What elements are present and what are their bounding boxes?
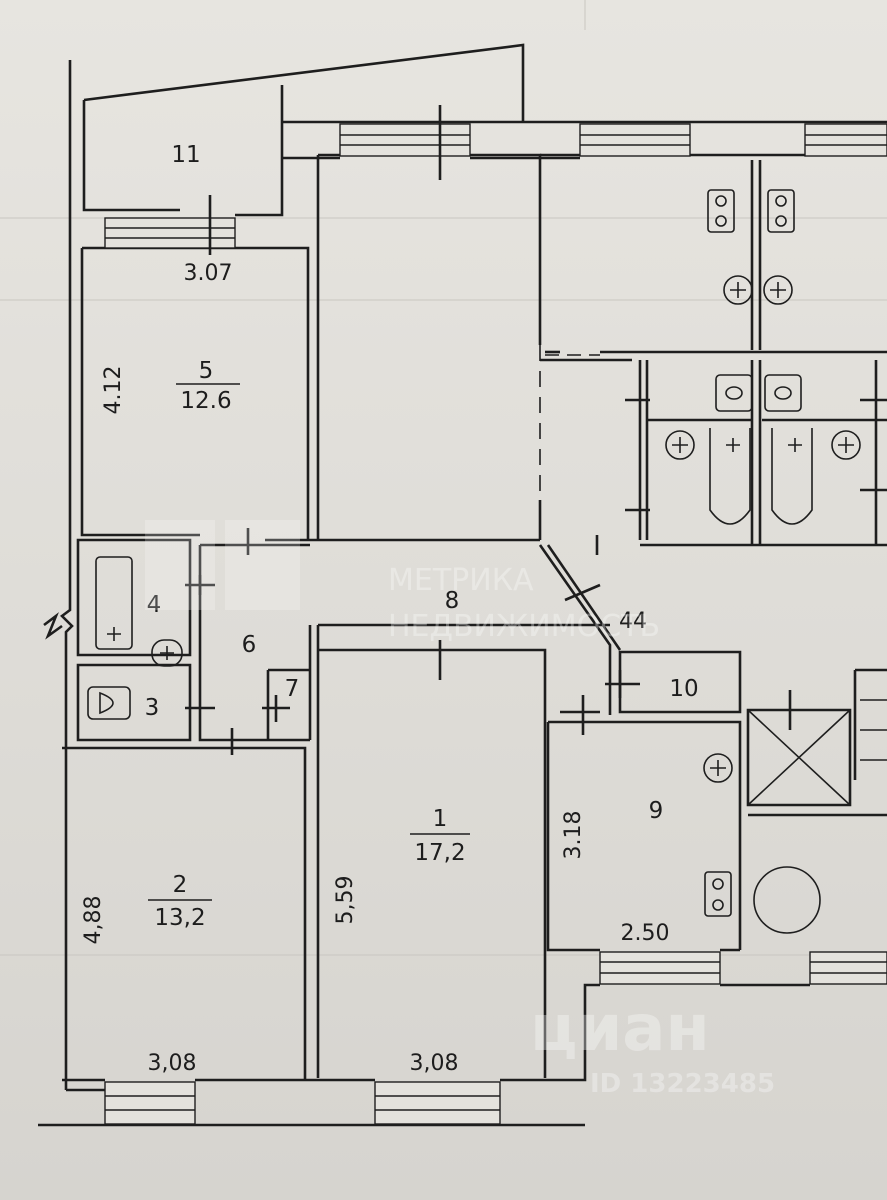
dim-r9-length: 3.18: [561, 811, 586, 860]
room-2-number: 2: [173, 872, 188, 898]
bathtub-icon-2: [709, 428, 751, 525]
dim-r1-length: 5,59: [333, 876, 358, 925]
window-r5: [104, 217, 236, 249]
room-3-number: 3: [145, 695, 160, 721]
dim-corridor-fragment: 44: [619, 609, 647, 634]
dim-r1-width: 3,08: [410, 1051, 459, 1076]
room-9-number: 9: [649, 798, 664, 824]
sink-icon-4: [831, 430, 861, 460]
dim-r2-length: 4,88: [81, 896, 106, 945]
toilet-icon-3: [764, 374, 802, 412]
dim-r5-length: 4.12: [101, 366, 126, 415]
room-7-number: 7: [285, 676, 300, 702]
bathtub-icon: [95, 556, 133, 650]
sink-icon-r9: [703, 753, 733, 783]
window-r2: [104, 1081, 196, 1125]
agency-logo-mark: [145, 520, 215, 610]
window-r1: [374, 1081, 501, 1125]
watermark-agency-line1: МЕТРИКА: [388, 563, 534, 598]
window-top-3: [804, 123, 887, 157]
watermark-agency-line2: НЕДВИЖИМОСТЬ: [388, 609, 660, 644]
stove-icon-r9: [704, 871, 732, 917]
window-top-2: [579, 123, 691, 157]
stove-icon-1: [707, 189, 735, 233]
watermarks: МЕТРИКА НЕДВИЖИМОСТЬ циан ID 13223485: [145, 520, 775, 1099]
room-5-number: 5: [199, 358, 214, 384]
sink-icon-2: [763, 275, 793, 305]
window-top-1: [339, 123, 471, 157]
washbasin-icon: [151, 639, 183, 667]
door-ticks: [185, 105, 887, 755]
fixtures: [87, 189, 861, 934]
window-right: [809, 951, 887, 985]
outer-walls: [38, 43, 887, 1127]
window-r9: [599, 951, 721, 985]
room-4-number: 4: [147, 592, 162, 618]
room-1-area: 17,2: [414, 840, 465, 866]
room-8-number: 8: [445, 588, 460, 614]
windows: [104, 123, 887, 1125]
room-labels: 11 5 12.6 4 6 7 3 8 10 9 1 17,2 2 13,2: [145, 142, 699, 931]
bathtub-icon-3: [771, 428, 813, 525]
toilet-icon-2: [715, 374, 753, 412]
dim-r9-width: 2.50: [621, 921, 670, 946]
stove-icon-2: [767, 189, 795, 233]
sink-icon-3: [665, 430, 695, 460]
room-11-number: 11: [171, 142, 200, 168]
sink-icon-1: [723, 275, 753, 305]
room-5-area: 12.6: [180, 388, 231, 414]
toilet-icon: [87, 686, 131, 720]
interior-walls: [62, 153, 887, 1082]
room-1-number: 1: [433, 806, 448, 832]
dim-r2-width: 3,08: [148, 1051, 197, 1076]
room-2-area: 13,2: [154, 905, 205, 931]
dim-r5-width: 3.07: [184, 261, 233, 286]
watermark-listing-id: ID 13223485: [590, 1069, 775, 1099]
room-10-number: 10: [669, 676, 698, 702]
dimension-labels: 3.07 4.12 44 3.18 4,88 5,59 2.50 3,08 3,…: [81, 261, 669, 1076]
watermark-portal: циан: [530, 992, 710, 1066]
room-6-number: 6: [242, 632, 257, 658]
chute-icon: [753, 866, 821, 934]
